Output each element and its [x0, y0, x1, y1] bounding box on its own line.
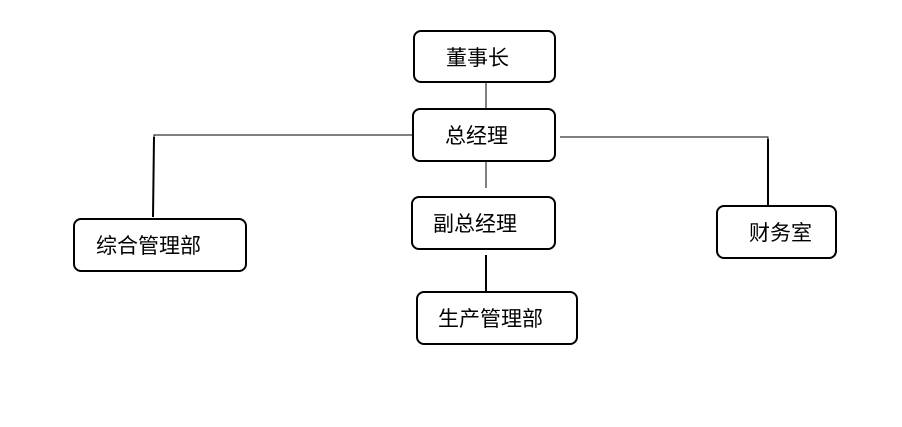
- connector-general-manager-general-dept: [153, 134, 413, 137]
- node-production-management-dept: 生产管理部: [416, 291, 578, 345]
- connector-general-dept-vertical: [152, 136, 155, 218]
- node-finance-office: 财务室: [716, 205, 837, 259]
- node-production-management-dept-label: 生产管理部: [438, 307, 543, 331]
- node-deputy-general-manager-label: 副总经理: [433, 212, 517, 236]
- node-chairman-label: 董事长: [446, 45, 509, 70]
- node-general-manager: 总经理: [412, 108, 556, 162]
- node-finance-office-label: 财务室: [749, 221, 812, 245]
- connector-general-manager-finance: [560, 136, 769, 139]
- node-chairman: 董事长: [413, 30, 556, 83]
- node-deputy-general-manager: 副总经理: [411, 196, 556, 250]
- node-general-management-dept: 综合管理部: [73, 218, 247, 272]
- node-general-management-dept-label: 综合管理部: [96, 234, 201, 258]
- node-general-manager-label: 总经理: [445, 124, 508, 148]
